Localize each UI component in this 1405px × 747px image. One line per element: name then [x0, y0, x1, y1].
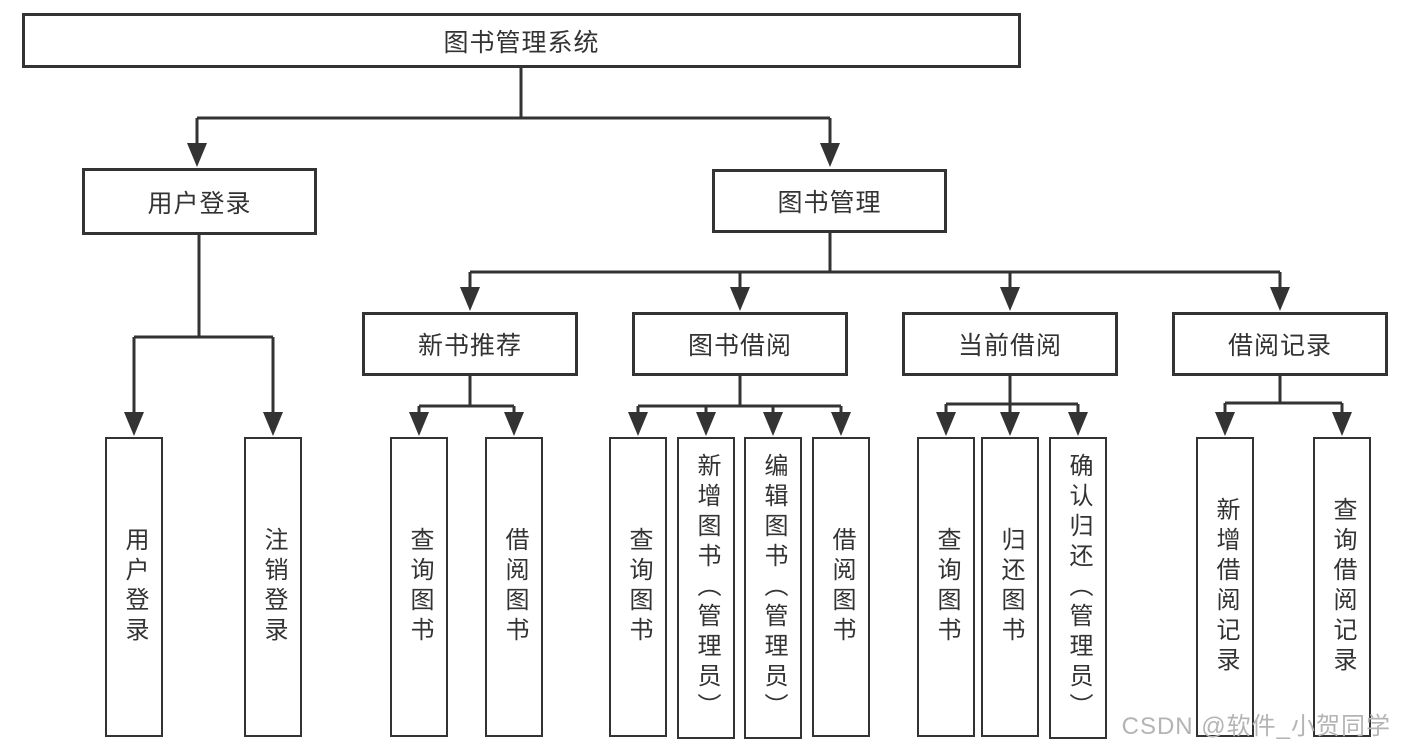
node-cb-query: 查询图书: [917, 437, 975, 737]
node-bb-add: 新增图书（管理员）: [677, 437, 735, 739]
node-label-br-query: 查询借阅记录: [1329, 497, 1356, 677]
node-label-new-book-rec: 新书推荐: [417, 332, 522, 360]
connector-lines: [417, 374, 516, 420]
arrowhead-down-icon: [628, 412, 648, 436]
connector-root: [187, 66, 840, 167]
node-br-query: 查询借阅记录: [1313, 437, 1371, 737]
node-label-login: 用户登录: [121, 527, 148, 647]
node-label-book-mgmt: 图书管理: [777, 189, 882, 217]
node-login: 用户登录: [105, 437, 163, 737]
connector-book-borrow: [628, 374, 851, 436]
arrowhead-down-icon: [504, 412, 524, 436]
node-bb-borrow: 借阅图书: [812, 437, 870, 737]
node-label-logout: 注销登录: [260, 527, 287, 647]
arrowhead-down-icon: [1000, 287, 1020, 311]
node-label-book-borrow: 图书借阅: [687, 332, 792, 360]
node-logout: 注销登录: [244, 437, 302, 737]
node-label-current-borrow: 当前借阅: [957, 332, 1062, 360]
connector-lines: [195, 66, 832, 151]
node-bb-query: 查询图书: [609, 437, 667, 737]
node-label-br-add: 新增借阅记录: [1212, 497, 1239, 677]
node-book-mgmt: 图书管理: [712, 169, 947, 233]
arrowhead-down-icon: [263, 412, 283, 436]
node-label-bb-edit: 编辑图书（管理员）: [760, 453, 787, 723]
connector-borrow-record: [1215, 374, 1352, 436]
node-label-bb-add: 新增图书（管理员）: [693, 453, 720, 723]
node-label-cb-query: 查询图书: [933, 527, 960, 647]
arrowhead-down-icon: [1000, 412, 1020, 436]
arrowhead-down-icon: [409, 412, 429, 436]
arrowhead-down-icon: [763, 412, 783, 436]
node-label-cb-confirm: 确认归还（管理员）: [1065, 453, 1092, 723]
node-br-add: 新增借阅记录: [1196, 437, 1254, 737]
node-label-user-login: 用户登录: [147, 189, 252, 218]
arrowhead-down-icon: [831, 412, 851, 436]
node-root: 图书管理系统: [22, 13, 1021, 68]
node-cb-confirm: 确认归还（管理员）: [1049, 437, 1107, 739]
arrowhead-down-icon: [124, 412, 144, 436]
connector-lines: [468, 231, 1282, 295]
arrowhead-down-icon: [460, 287, 480, 311]
arrowhead-down-icon: [1068, 412, 1088, 436]
node-label-bb-query: 查询图书: [625, 527, 652, 647]
arrowhead-down-icon: [1332, 412, 1352, 436]
arrowhead-down-icon: [820, 143, 840, 167]
node-label-borrow-record: 借阅记录: [1227, 332, 1332, 360]
watermark: CSDN @软件_小贺同学: [1121, 713, 1391, 740]
connector-lines: [944, 374, 1080, 420]
node-nbr-query: 查询图书: [390, 437, 448, 737]
node-label-cb-return: 归还图书: [997, 527, 1024, 647]
arrowhead-down-icon: [187, 143, 207, 167]
arrowhead-down-icon: [1215, 412, 1235, 436]
node-new-book-rec: 新书推荐: [362, 312, 578, 376]
connector-book-mgmt: [460, 231, 1290, 311]
node-bb-edit: 编辑图书（管理员）: [744, 437, 802, 739]
connector-new-book-rec: [409, 374, 524, 436]
arrowhead-down-icon: [936, 412, 956, 436]
node-user-login: 用户登录: [82, 168, 317, 235]
node-label-bb-borrow: 借阅图书: [828, 527, 855, 647]
node-label-root: 图书管理系统: [443, 28, 600, 57]
arrowhead-down-icon: [1270, 287, 1290, 311]
connector-lines: [132, 233, 275, 420]
node-current-borrow: 当前借阅: [902, 312, 1118, 376]
arrowhead-down-icon: [696, 412, 716, 436]
connector-lines: [636, 374, 843, 420]
node-borrow-record: 借阅记录: [1172, 312, 1388, 376]
connector-user-login: [124, 233, 283, 436]
connector-lines: [1223, 374, 1344, 420]
node-label-nbr-borrow: 借阅图书: [501, 527, 528, 647]
node-book-borrow: 图书借阅: [632, 312, 848, 376]
node-label-nbr-query: 查询图书: [406, 527, 433, 647]
connector-current-borrow: [936, 374, 1088, 436]
node-nbr-borrow: 借阅图书: [485, 437, 543, 737]
node-cb-return: 归还图书: [981, 437, 1039, 737]
arrowhead-down-icon: [730, 287, 750, 311]
